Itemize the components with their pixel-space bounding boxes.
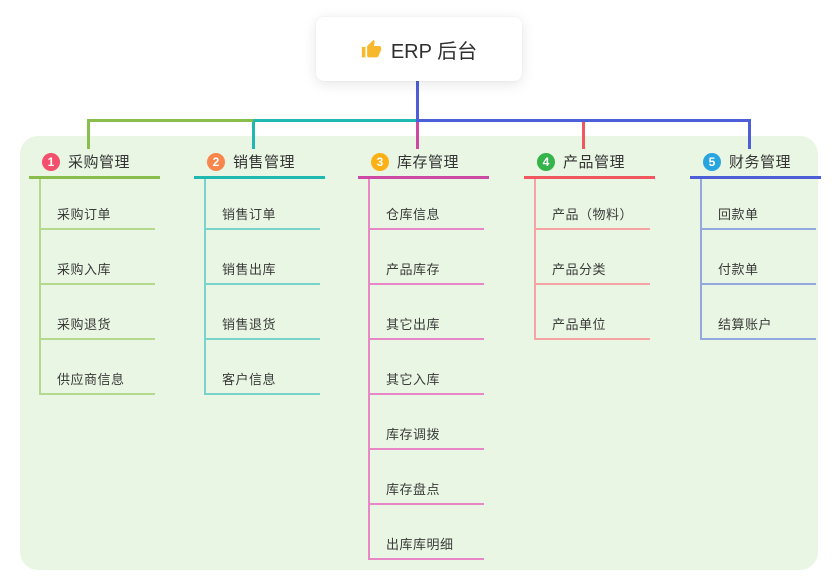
child-node[interactable]: 出库库明细 [368, 532, 484, 560]
child-node[interactable]: 回款单 [700, 202, 816, 230]
child-node[interactable]: 采购入库 [39, 257, 155, 285]
child-connector-line [534, 176, 536, 340]
child-label: 其它出库 [386, 317, 441, 332]
child-label: 销售出库 [222, 262, 277, 277]
root-label: ERP 后台 [390, 40, 478, 63]
branch-number-badge: 2 [207, 152, 225, 171]
child-node[interactable]: 产品（物料） [534, 202, 650, 230]
child-label: 销售退货 [222, 317, 277, 332]
child-connector-line [204, 176, 206, 395]
branch-node[interactable]: 2 销售管理 [194, 147, 325, 179]
child-label: 结算账户 [718, 317, 773, 332]
child-node[interactable]: 产品库存 [368, 257, 484, 285]
child-node[interactable]: 客户信息 [204, 367, 320, 395]
branch-number-badge: 4 [537, 152, 555, 171]
branch-node[interactable]: 3 库存管理 [358, 147, 489, 179]
branch-number-badge: 3 [371, 152, 389, 171]
child-node[interactable]: 采购订单 [39, 202, 155, 230]
child-node[interactable]: 其它入库 [368, 367, 484, 395]
child-label: 销售订单 [222, 207, 277, 222]
child-node[interactable]: 销售出库 [204, 257, 320, 285]
child-label: 供应商信息 [57, 372, 125, 387]
thumbs-up-icon [361, 39, 382, 60]
child-label: 回款单 [718, 207, 759, 222]
branch-drop-line [415, 119, 419, 149]
child-node[interactable]: 仓库信息 [368, 202, 484, 230]
child-node[interactable]: 销售订单 [204, 202, 320, 230]
child-connector-line [368, 176, 370, 560]
child-node[interactable]: 结算账户 [700, 312, 816, 340]
child-node[interactable]: 产品分类 [534, 257, 650, 285]
child-label: 产品分类 [552, 262, 607, 277]
mindmap-panel [20, 136, 818, 570]
branch-label: 财务管理 [729, 154, 792, 171]
child-label: 采购入库 [57, 262, 112, 277]
child-node[interactable]: 采购退货 [39, 312, 155, 340]
child-label: 其它入库 [386, 372, 441, 387]
branch-node[interactable]: 5 财务管理 [690, 147, 821, 179]
child-label: 库存调拨 [386, 427, 441, 442]
child-node[interactable]: 产品单位 [534, 312, 650, 340]
child-connector-line [700, 176, 702, 340]
child-node[interactable]: 供应商信息 [39, 367, 155, 395]
root-connector-line [415, 81, 419, 122]
branch-drop-line [581, 119, 585, 149]
child-node[interactable]: 库存调拨 [368, 422, 484, 450]
branch-node[interactable]: 4 产品管理 [524, 147, 655, 179]
child-label: 出库库明细 [386, 537, 454, 552]
child-node[interactable]: 其它出库 [368, 312, 484, 340]
branch-connector-line [88, 119, 253, 122]
child-label: 付款单 [718, 262, 759, 277]
branch-drop-line [747, 119, 751, 149]
child-node[interactable]: 销售退货 [204, 312, 320, 340]
branch-label: 销售管理 [233, 154, 296, 171]
branch-label: 采购管理 [68, 154, 131, 171]
child-label: 产品（物料） [552, 207, 634, 222]
branch-drop-line [86, 119, 90, 149]
branch-connector-line [253, 119, 417, 122]
branch-drop-line [251, 119, 255, 149]
branch-number-badge: 5 [703, 152, 721, 171]
child-label: 产品单位 [552, 317, 607, 332]
child-label: 库存盘点 [386, 482, 441, 497]
child-node[interactable]: 库存盘点 [368, 477, 484, 505]
child-label: 采购订单 [57, 207, 112, 222]
child-label: 客户信息 [222, 372, 277, 387]
root-node[interactable]: ERP 后台 [316, 17, 522, 81]
child-label: 产品库存 [386, 262, 441, 277]
branch-number-badge: 1 [42, 152, 60, 171]
branch-label: 库存管理 [397, 154, 460, 171]
branch-node[interactable]: 1 采购管理 [29, 147, 160, 179]
child-connector-line [39, 176, 41, 395]
branch-label: 产品管理 [563, 154, 626, 171]
child-label: 采购退货 [57, 317, 112, 332]
child-label: 仓库信息 [386, 207, 441, 222]
branch-connector-line [417, 119, 751, 122]
child-node[interactable]: 付款单 [700, 257, 816, 285]
